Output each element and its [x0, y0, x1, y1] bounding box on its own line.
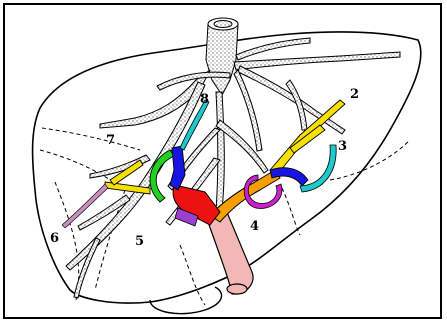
- segment-label-3: 3: [338, 139, 347, 154]
- segment-label-4: 4: [250, 219, 259, 234]
- segment-label-5: 5: [135, 234, 144, 249]
- portal-vein-end: [227, 284, 247, 294]
- segment-label-7: 7: [106, 133, 115, 148]
- segment-label-2: 2: [350, 87, 359, 102]
- segment-label-6: 6: [50, 231, 59, 246]
- segment-label-8: 8: [200, 92, 209, 107]
